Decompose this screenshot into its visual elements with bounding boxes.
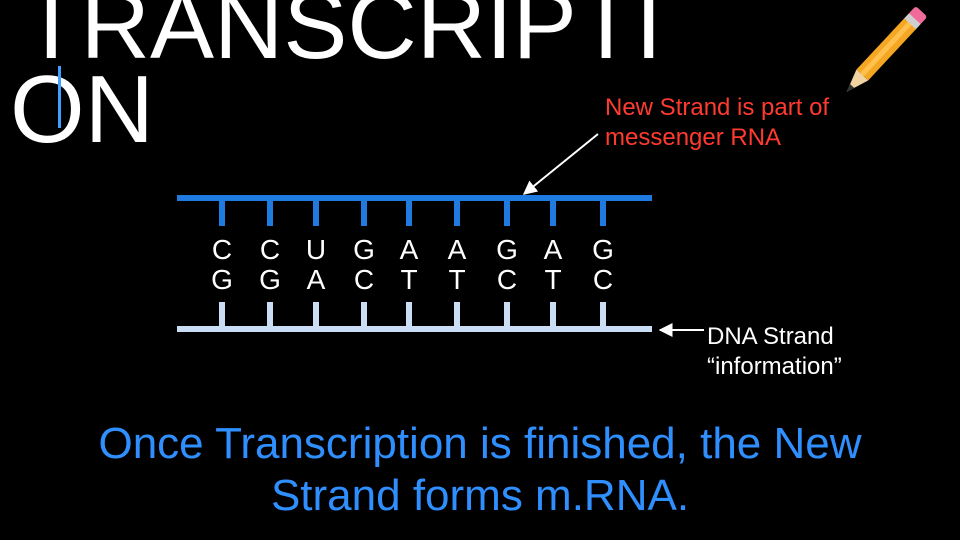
dna-base: G — [259, 264, 281, 295]
dna-base: C — [496, 264, 518, 295]
dna-tick — [406, 302, 412, 330]
rna-base: A — [447, 234, 467, 265]
dna-tick — [600, 302, 606, 330]
dna-strand-backbone — [177, 326, 652, 332]
rna-base: G — [496, 234, 518, 265]
dna-tick — [454, 302, 460, 330]
rna-tick — [454, 198, 460, 226]
rna-tick — [406, 198, 412, 226]
rna-tick — [313, 198, 319, 226]
rna-base: A — [543, 234, 563, 265]
new-strand-arrow — [522, 133, 599, 195]
dna-strand-annotation-line-2: “information” — [707, 353, 842, 380]
rna-tick — [550, 198, 556, 226]
dna-tick — [504, 302, 510, 330]
dna-base: T — [448, 264, 466, 295]
title-line-2: ON — [10, 56, 154, 163]
dna-base: G — [211, 264, 233, 295]
dna-strand-annotation: DNA Strand “information” — [707, 322, 842, 382]
rna-base: C — [259, 234, 281, 265]
rna-base: C — [211, 234, 233, 265]
dna-base: T — [544, 264, 562, 295]
dna-tick — [550, 302, 556, 330]
rna-strand-backbone — [177, 195, 652, 201]
dna-base: C — [592, 264, 614, 295]
dna-tick — [361, 302, 367, 330]
rna-tick — [267, 198, 273, 226]
dna-strand-ticks — [219, 302, 606, 330]
rna-base: G — [353, 234, 375, 265]
dna-tick — [219, 302, 225, 330]
bottom-caption-line-2: Strand forms m.RNA. — [270, 471, 690, 520]
pencil-icon — [846, 7, 927, 92]
text-cursor — [58, 66, 61, 128]
new-strand-annotation-line-1: New Strand is part of — [605, 94, 830, 121]
rna-base: U — [305, 234, 327, 265]
dna-base: A — [306, 264, 326, 295]
bottom-caption: Once Transcription is finished, the New … — [0, 418, 960, 522]
rna-strand-ticks — [219, 198, 606, 226]
bottom-caption-line-1: Once Transcription is finished, the New — [98, 419, 862, 468]
rna-tick — [219, 198, 225, 226]
rna-base: G — [592, 234, 614, 265]
dna-base: T — [400, 264, 418, 295]
dna-strand-annotation-line-1: DNA Strand — [707, 323, 834, 350]
dna-tick — [313, 302, 319, 330]
rna-tick — [504, 198, 510, 226]
rna-tick — [600, 198, 606, 226]
new-strand-annotation: New Strand is part of messenger RNA — [605, 93, 829, 153]
new-strand-annotation-line-2: messenger RNA — [605, 124, 782, 151]
rna-tick — [361, 198, 367, 226]
title-line-1: TRANSCRIPTI — [22, 0, 663, 79]
rna-base: A — [399, 234, 419, 265]
dna-tick — [267, 302, 273, 330]
dna-base: C — [353, 264, 375, 295]
